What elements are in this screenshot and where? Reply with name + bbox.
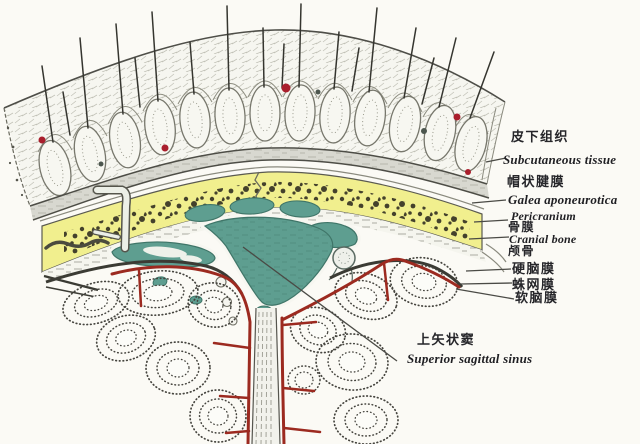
emissary-vein <box>92 185 131 253</box>
pericranium-line <box>39 166 485 222</box>
label-sinus-en: Superior sagittal sinus <box>407 351 533 366</box>
label-dura-zh: 硬脑膜 <box>512 261 556 276</box>
leader-lines <box>242 157 515 362</box>
diploe-speckles <box>64 181 470 258</box>
galea-aponeurotica-layer <box>29 147 490 221</box>
label-cranial-bone-zh: 颅骨 <box>508 244 536 258</box>
label-pericranium-en: Pericranium <box>511 209 576 223</box>
leader-arachnoid <box>460 282 513 285</box>
label-pia-zh: 软脑膜 <box>515 290 559 305</box>
leader-pericranium <box>473 219 509 223</box>
label-sinus-zh: 上矢状窦 <box>417 332 476 347</box>
cerebral-vessels <box>110 257 461 444</box>
label-subcutaneous-zh: 皮下组织 <box>511 129 570 144</box>
dura-layer-band <box>42 207 507 284</box>
label-arachnoid-zh: 蛛网膜 <box>512 277 556 292</box>
leader-subcutaneous <box>485 157 507 163</box>
leader-sinus <box>242 246 398 362</box>
label-cranial-bone-en: Cranial bone <box>509 232 577 246</box>
leader-cranial-bone <box>468 236 510 240</box>
leader-dura <box>465 268 512 272</box>
label-galea-en: Galea aponeurotica <box>508 192 618 207</box>
leader-pia <box>455 288 515 300</box>
skin-surface-line <box>3 29 506 109</box>
leader-galea <box>471 199 507 204</box>
diploic-vein <box>44 238 110 250</box>
label-subcutaneous-en: Subcutaneous tissue <box>503 152 617 167</box>
falx-cerebri-channel <box>215 276 281 444</box>
sagittal-sinus-group <box>108 197 361 317</box>
label-pericranium-zh: 骨膜 <box>508 220 536 234</box>
brain-gyri <box>62 256 459 444</box>
label-galea-zh: 帽状腱膜 <box>507 174 566 189</box>
hair-shafts <box>41 3 495 143</box>
